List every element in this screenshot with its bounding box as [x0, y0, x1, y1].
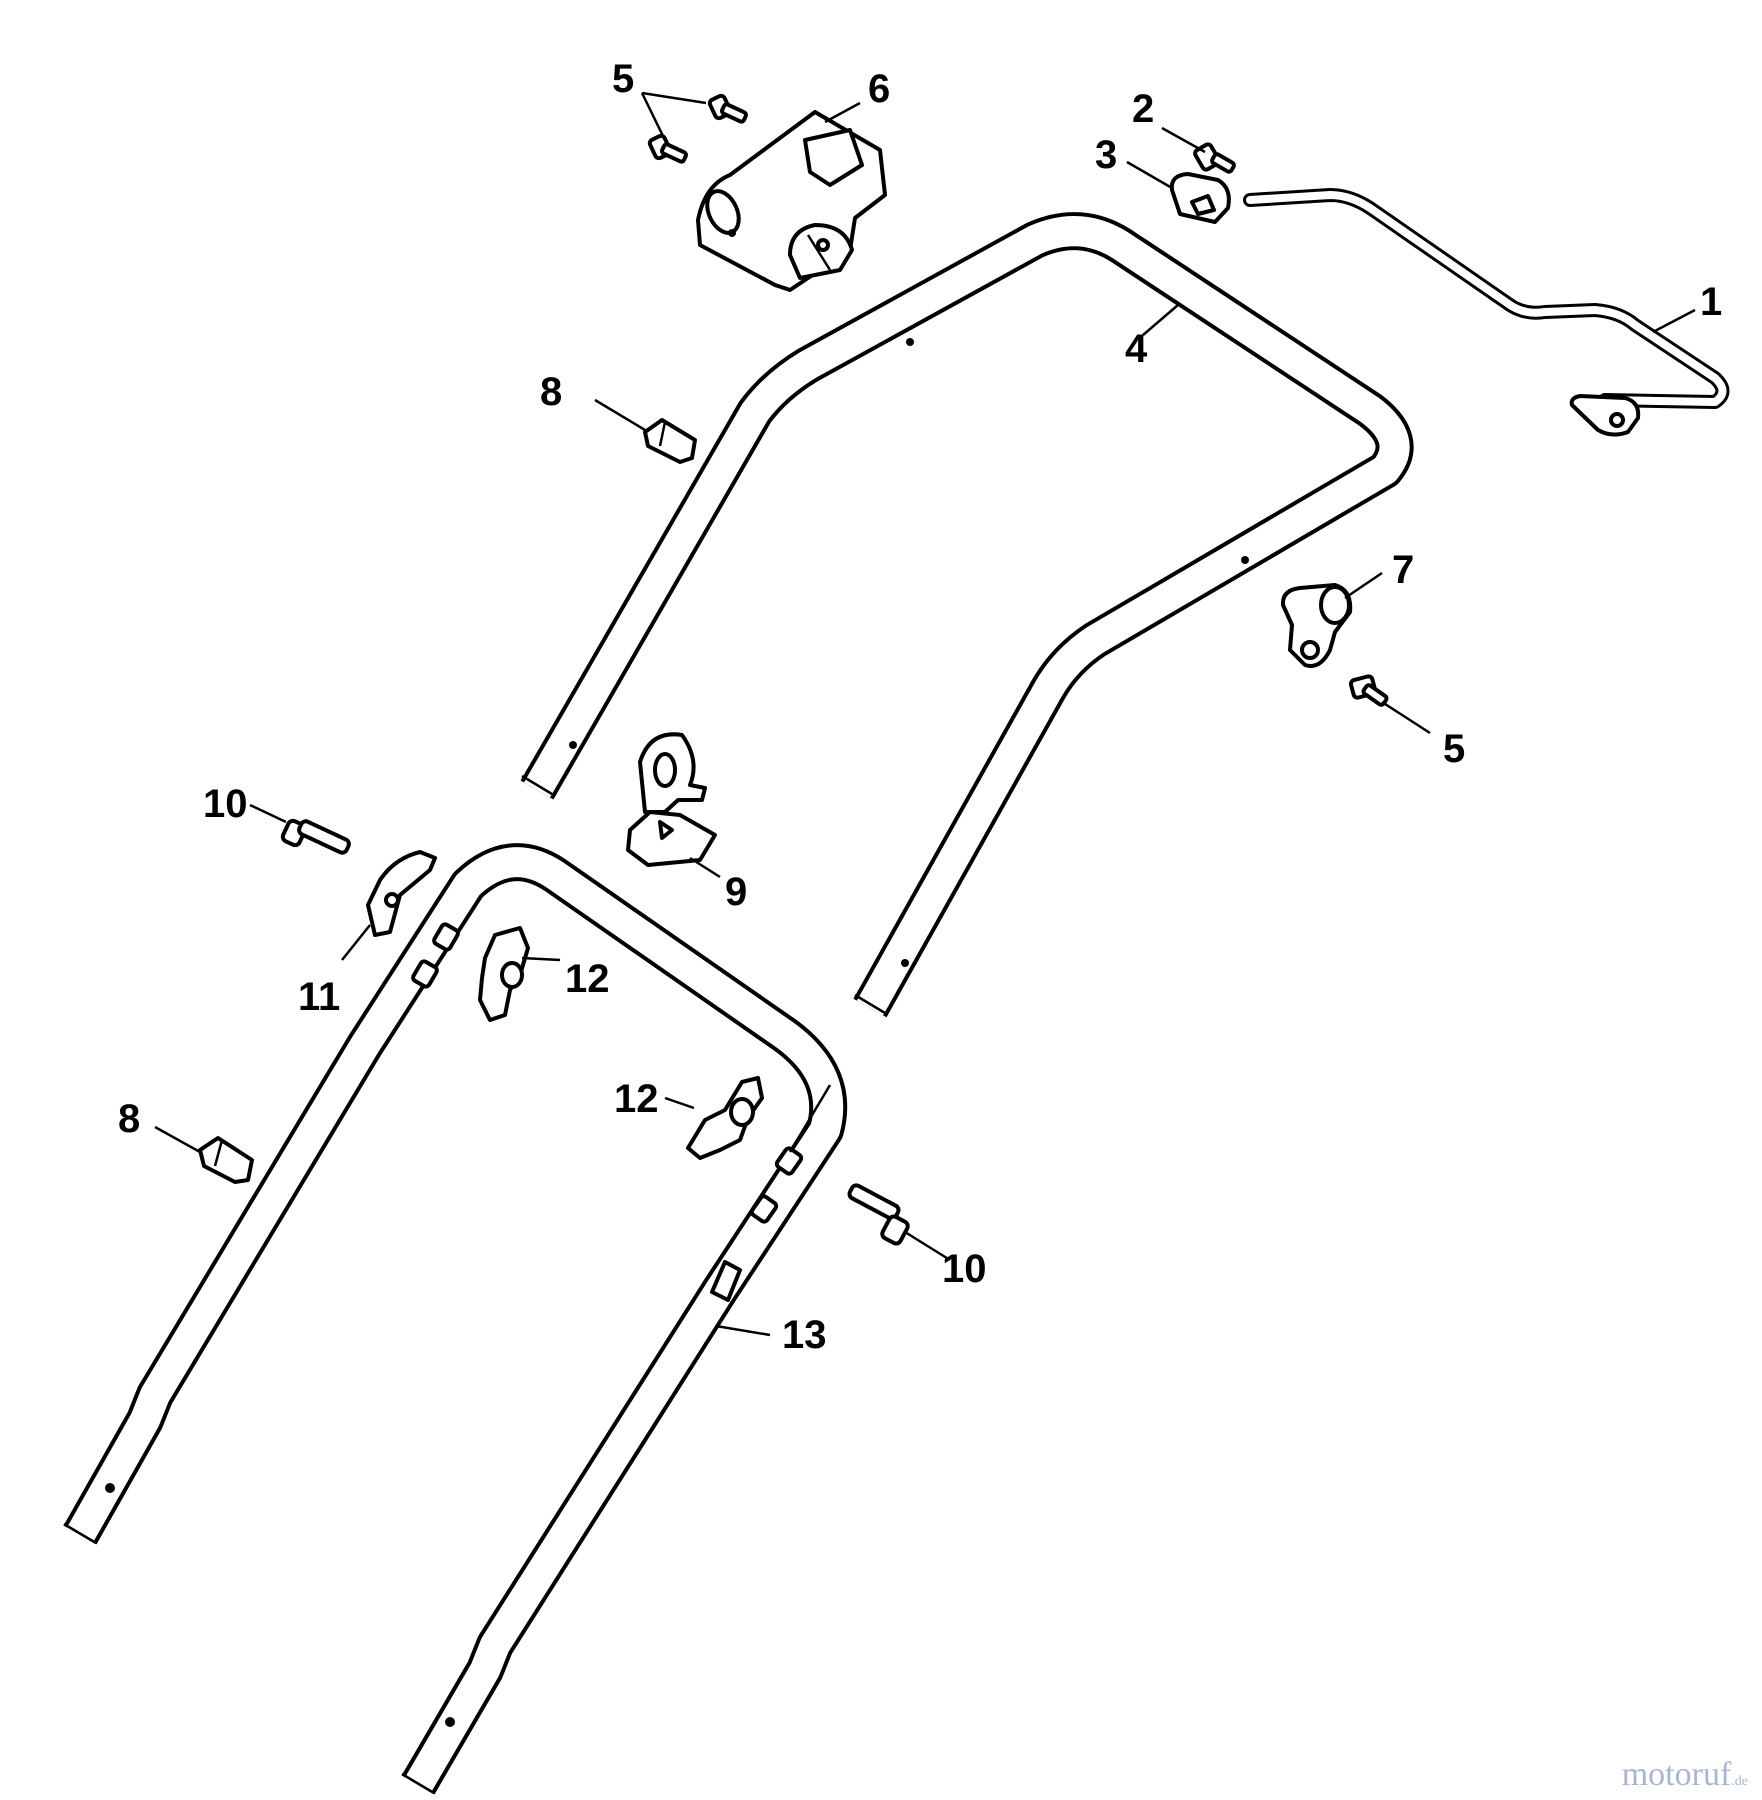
bolt-part-10-left: [280, 818, 351, 855]
callout-5-right: 5: [1443, 727, 1465, 771]
callout-1: 1: [1700, 280, 1722, 324]
callout-8-lower: 8: [118, 1097, 140, 1141]
screw-part-5-top: [647, 93, 749, 164]
callout-13: 13: [782, 1313, 827, 1357]
screw-part-2: [1193, 142, 1236, 174]
screw-part-5-right: [1348, 674, 1389, 707]
callout-10-right: 10: [942, 1247, 987, 1291]
cable-box-part-6: [696, 110, 887, 292]
leader-lines: [154, 91, 1696, 1337]
watermark-logo: motoruf.de: [1622, 1756, 1748, 1794]
callout-3: 3: [1095, 133, 1117, 177]
brake-lever-part-1: [1243, 188, 1730, 437]
watermark-name: motoruf: [1621, 1756, 1732, 1793]
callout-2: 2: [1132, 87, 1154, 131]
cable-bracket-part-7: [1280, 583, 1353, 668]
cable-clip-part-8-lower: [198, 1136, 254, 1184]
watermark-tld: .de: [1731, 1774, 1748, 1789]
lower-handle-part-13: [63, 843, 848, 1795]
callout-labels: 1 2 3 4 5 6 7 5 8 8 9 10 10 11 12 12 13: [118, 57, 1722, 1357]
callout-11: 11: [298, 975, 340, 1019]
callout-5-top: 5: [612, 57, 634, 101]
wing-nut-part-12-upper: [478, 926, 530, 1022]
callout-9: 9: [725, 870, 747, 914]
callout-8-upper: 8: [540, 370, 562, 414]
wing-nut-part-12-lower: [686, 1076, 764, 1160]
callout-4: 4: [1125, 327, 1148, 371]
callout-7: 7: [1392, 548, 1414, 592]
cable-clip-part-8-upper: [643, 418, 697, 464]
upper-handle-part-4: [520, 212, 1414, 1018]
callout-10-left: 10: [203, 782, 248, 826]
callout-6: 6: [868, 67, 890, 111]
callout-12-upper: 12: [565, 957, 610, 1001]
cable-guide-part-9: [626, 732, 717, 867]
bolt-part-10-right: [847, 1183, 910, 1246]
clamp-plate-part-11: [366, 850, 437, 937]
callout-12-lower: 12: [614, 1077, 659, 1121]
clip-part-3: [1169, 172, 1231, 224]
